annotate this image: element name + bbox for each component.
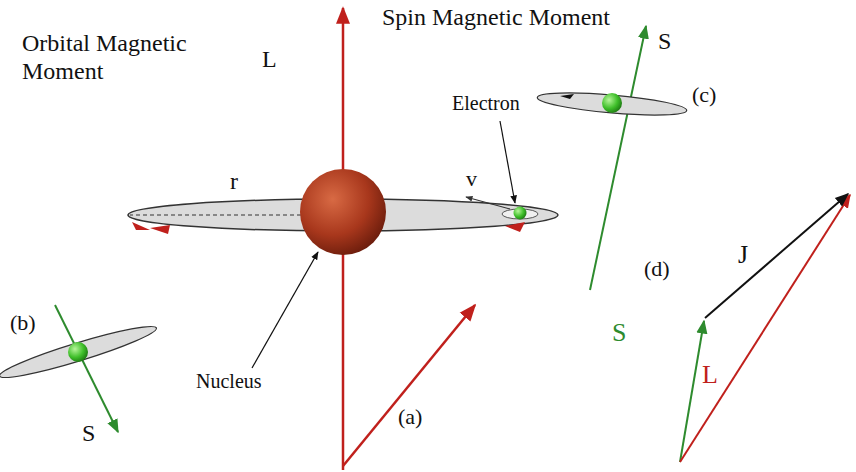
electron-sphere	[514, 207, 527, 220]
heading: Spin Magnetic Moment	[382, 4, 610, 32]
panel-label: (b)	[10, 310, 36, 335]
leader-line	[252, 252, 318, 368]
spin-axis	[590, 26, 646, 290]
vector-label: S	[612, 318, 626, 348]
moment-arrow	[343, 305, 475, 466]
part-label: Electron	[452, 92, 520, 115]
velocity-arrow	[466, 197, 510, 209]
heading: Orbital Magnetic Moment	[22, 30, 207, 85]
panel-label: (d)	[644, 256, 670, 281]
l-vector	[680, 195, 850, 462]
velocity-label: v	[466, 166, 477, 191]
j-vector	[705, 194, 848, 318]
orbit-arrowhead	[505, 222, 525, 232]
s-vector	[680, 321, 704, 462]
spin-ring	[537, 88, 688, 119]
dimension-label: r	[230, 168, 238, 196]
panel-label: (c)	[692, 82, 716, 107]
vector-label: L	[702, 360, 718, 390]
vector-label: S	[82, 420, 95, 448]
panel-label: (a)	[398, 404, 422, 429]
nucleus-sphere	[300, 169, 386, 255]
orbit-arrowhead	[150, 225, 170, 234]
electron-sphere	[68, 342, 88, 362]
part-label: Nucleus	[196, 370, 262, 393]
vector-label: L	[262, 46, 277, 74]
orbit-arrowhead	[132, 222, 150, 230]
spin-direction	[560, 94, 574, 99]
electron-sphere	[602, 93, 622, 113]
spin-axis	[55, 305, 118, 432]
vector-label: J	[738, 240, 748, 270]
leader-line	[500, 121, 515, 203]
vector-label: S	[658, 28, 671, 56]
